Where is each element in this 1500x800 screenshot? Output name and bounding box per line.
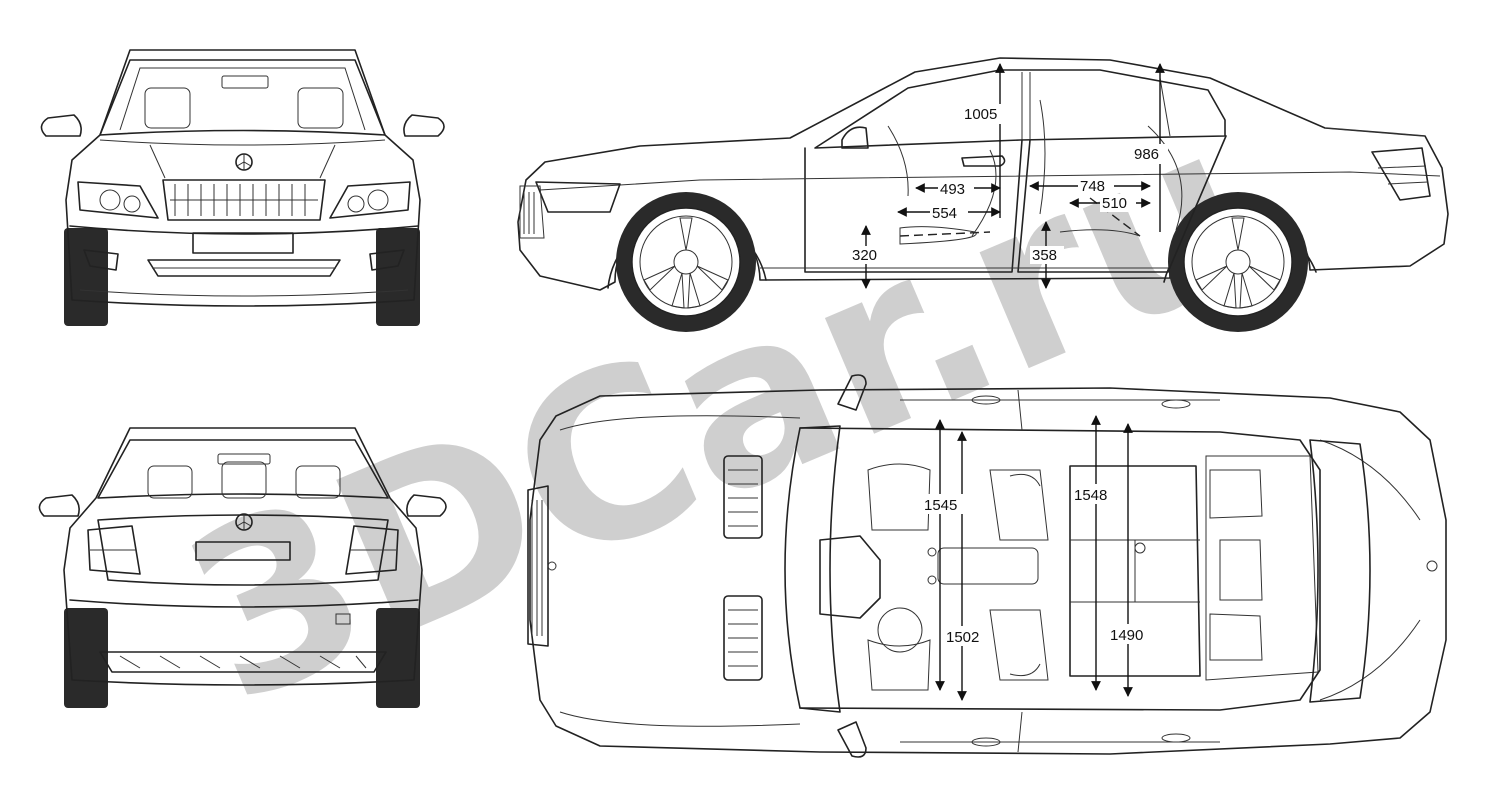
front-left-headlight: [77, 181, 159, 219]
side-rear-wheel: [1168, 192, 1308, 332]
rear-left-tire: [64, 608, 108, 708]
label-986: 986: [1134, 146, 1159, 163]
front-left-mirror: [40, 114, 82, 137]
side-windows: [814, 69, 1226, 149]
top-left-vent: [723, 455, 763, 539]
side-front-door: [804, 139, 1023, 273]
label-510: 510: [1102, 195, 1127, 212]
rear-license-plate: [195, 541, 291, 561]
front-lower-intake: [147, 259, 341, 277]
rear-diffuser: [99, 651, 387, 673]
label-748: 748: [1080, 178, 1105, 195]
rear-right-tire: [376, 608, 420, 708]
front-right-mirror: [403, 114, 445, 137]
rear-right-mirror: [406, 494, 447, 517]
top-right-vent: [723, 595, 763, 681]
label-1502: 1502: [946, 629, 979, 646]
top-center-console: [937, 547, 1039, 585]
top-front-grille: [527, 485, 549, 647]
front-body-outline: [65, 49, 421, 307]
front-grille: [162, 179, 326, 221]
label-1545: 1545: [924, 497, 957, 514]
label-1490: 1490: [1110, 627, 1143, 644]
top-rear-emblem: [1426, 560, 1438, 572]
label-358: 358: [1032, 247, 1057, 264]
top-dimension-lines: [935, 415, 1133, 701]
rear-body-outline: [63, 427, 423, 686]
top-cabin-outline: [799, 427, 1321, 711]
top-lower-mirror: [837, 721, 867, 758]
side-headlight: [535, 181, 621, 213]
label-320: 320: [852, 247, 877, 264]
side-rear-door: [1017, 135, 1227, 273]
top-front-emblem: [547, 561, 557, 571]
top-body-outline: [529, 387, 1447, 755]
label-554: 554: [932, 205, 957, 222]
front-right-tire: [376, 228, 420, 326]
front-windshield: [99, 59, 386, 136]
rear-left-taillight: [87, 525, 141, 575]
top-rear-bench: [1069, 465, 1201, 677]
top-driver-seat: [819, 535, 881, 619]
front-right-headlight: [329, 181, 411, 219]
front-license-plate: [192, 232, 294, 254]
label-1548: 1548: [1074, 487, 1107, 504]
top-upper-mirror: [837, 374, 867, 411]
label-1005: 1005: [964, 106, 997, 123]
rear-view: [38, 427, 447, 708]
side-front-wheel: [616, 192, 756, 332]
top-view: 1545 1502 1548 1490: [527, 374, 1447, 758]
label-493: 493: [940, 181, 965, 198]
top-windshield: [784, 425, 841, 713]
rear-right-taillight: [345, 525, 399, 575]
front-view: [40, 49, 445, 326]
rear-left-mirror: [38, 494, 80, 517]
rear-window: [97, 439, 389, 499]
side-view: 1005 986 493 554 748 510 320 358: [517, 57, 1449, 332]
top-rear-window: [1309, 439, 1371, 703]
